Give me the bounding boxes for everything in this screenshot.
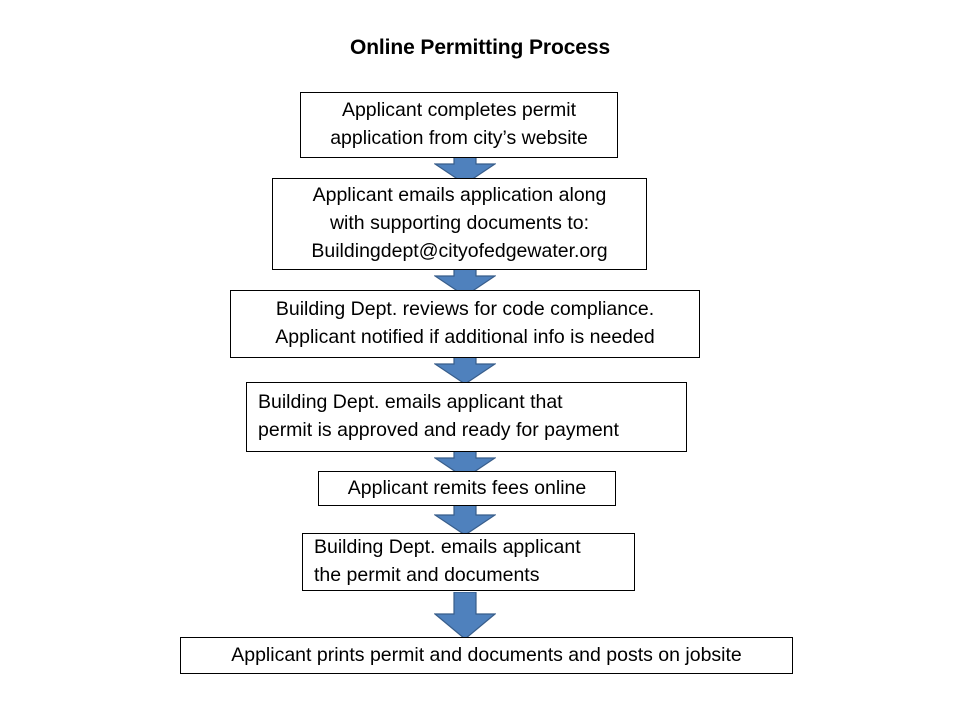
flowchart-node-step-2[interactable]: Applicant emails application along with … xyxy=(272,178,647,270)
node-text-line: Applicant prints permit and documents an… xyxy=(231,643,742,666)
node-text-line: Applicant remits fees online xyxy=(347,476,587,499)
page-title: Online Permitting Process xyxy=(349,36,611,59)
flowchart-node-step-5[interactable]: Applicant remits fees online xyxy=(318,471,616,506)
flowchart-node-step-3[interactable]: Building Dept. reviews for code complian… xyxy=(230,290,700,358)
flowchart-node-step-1[interactable]: Applicant completes permit application f… xyxy=(300,92,618,158)
node-text-line: the permit and documents xyxy=(314,564,540,586)
flowchart-node-step-4[interactable]: Building Dept. emails applicant that per… xyxy=(246,382,687,452)
flowchart-node-step-7[interactable]: Applicant prints permit and documents an… xyxy=(180,637,793,674)
node-text-line: with supporting documents to: xyxy=(329,212,590,235)
node-text-line: application from city’s website xyxy=(330,127,588,149)
flowchart-node-step-6[interactable]: Building Dept. emails applicant the perm… xyxy=(302,533,635,591)
flow-arrow-down-icon-6 xyxy=(434,592,496,640)
node-text-line: Building Dept. emails applicant that xyxy=(258,391,563,414)
node-text-line: Applicant emails application along xyxy=(312,184,607,207)
node-text-line: Building Dept. emails applicant xyxy=(314,536,581,559)
node-text-line: Applicant completes permit xyxy=(341,99,577,122)
node-text-line: permit is approved and ready for payment xyxy=(258,419,619,441)
node-text-line: Building Dept. reviews for code complian… xyxy=(275,298,655,321)
node-text-line: Applicant notified if additional info is… xyxy=(275,326,655,348)
node-text-line: Buildingdept@cityofedgewater.org xyxy=(311,239,608,262)
